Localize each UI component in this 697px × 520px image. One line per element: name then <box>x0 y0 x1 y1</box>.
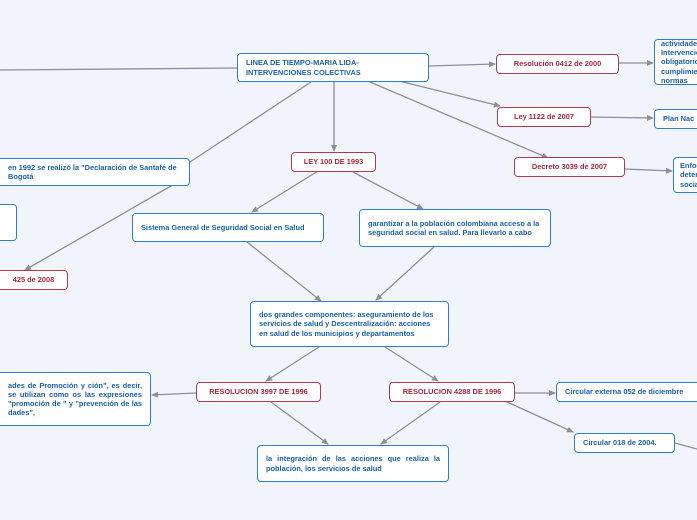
res0412-label: Resolución 0412 de 2000 <box>513 59 602 69</box>
edge-root-decreto <box>369 81 549 159</box>
garantizar-label: garantizar a la población colombiana acc… <box>368 218 540 237</box>
circ018-node[interactable]: Circular 018 de 2004. <box>574 433 675 453</box>
dos-componentes-label: dos grandes componentes: aseguramiento d… <box>259 310 434 338</box>
edge-root-ley425 <box>24 174 191 271</box>
actividades-node[interactable]: ades de Promoción y ción", es decir, se … <box>0 372 151 426</box>
integracion-node[interactable]: la integración de las acciones que reali… <box>257 445 449 482</box>
edge-root-decl1992 <box>189 81 312 163</box>
circ018-label: Circular 018 de 2004. <box>583 438 657 448</box>
edge-ley100-garantizar <box>352 171 424 210</box>
edge-root-res0412 <box>428 61 496 68</box>
edge-res3997-actividades <box>151 391 197 398</box>
edge-res4288-integracion <box>380 401 441 445</box>
root-node[interactable]: LINEA DE TIEMPO-MARIA LIDA-INTERVENCIONE… <box>237 53 429 82</box>
integracion-label: la integración de las acciones que reali… <box>266 454 440 473</box>
edge-root-left <box>0 67 238 71</box>
enfo-node[interactable]: Enfoques determinantes sociales <box>673 157 697 193</box>
res4288-label: RESOLUCION 4288 DE 1996 <box>402 387 502 397</box>
actividades-label: ades de Promoción y ción", es decir, se … <box>8 380 142 418</box>
sgss-label: Sistema General de Seguridad Social en S… <box>141 222 305 232</box>
edge-res4288-circ018 <box>504 400 574 433</box>
ley100-label: LEY 100 DE 1993 <box>303 157 364 167</box>
edge-comp-res4288 <box>384 346 439 382</box>
res0412-node[interactable]: Resolución 0412 de 2000 <box>496 54 619 74</box>
edge-decreto-enfo <box>624 167 673 174</box>
edge-circ018-right <box>674 442 697 450</box>
decreto3039-label: Decreto 3039 de 2007 <box>531 162 608 172</box>
ley1122-node[interactable]: Ley 1122 de 2007 <box>497 107 591 127</box>
enfo-label: Enfoques determinantes sociales <box>680 161 697 189</box>
edge-sgss-comp <box>246 241 322 302</box>
ley425-node[interactable]: 425 de 2008 <box>0 270 68 290</box>
ley1122-label: Ley 1122 de 2007 <box>514 112 574 122</box>
circ052-label: Circular externa 052 de diciembre <box>565 387 684 397</box>
decl1992-node[interactable]: en 1992 se realizó la "Declaración de Sa… <box>0 158 190 186</box>
dos-componentes-node[interactable]: dos grandes componentes: aseguramiento d… <box>250 301 449 347</box>
circ052-node[interactable]: Circular externa 052 de diciembre <box>556 382 697 402</box>
res3997-label: RESOLUCION 3997 DE 1996 <box>209 387 308 397</box>
decreto3039-node[interactable]: Decreto 3039 de 2007 <box>514 157 625 177</box>
left-cut-node[interactable] <box>0 204 17 241</box>
decl1992-label: en 1992 se realizó la "Declaración de Sa… <box>8 162 177 181</box>
root-label: LINEA DE TIEMPO-MARIA LIDA-INTERVENCIONE… <box>246 58 361 77</box>
plan-nac-node[interactable]: Plan Nac <box>654 109 697 129</box>
ley100-node[interactable]: LEY 100 DE 1993 <box>291 152 376 172</box>
edge-res3997-integracion <box>270 401 329 445</box>
edge-ley1122-plan <box>590 114 654 121</box>
edge-root-ley1122 <box>394 79 501 108</box>
edge-comp-res3997 <box>265 346 320 382</box>
res0412-detail-node[interactable]: actividades, Intervenciones obligatorio … <box>654 39 697 85</box>
res0412-detail-label: actividades, Intervenciones obligatorio … <box>661 39 697 85</box>
garantizar-node[interactable]: garantizar a la población colombiana acc… <box>359 209 551 247</box>
edge-ley100-sgss <box>251 170 319 213</box>
sgss-node[interactable]: Sistema General de Seguridad Social en S… <box>132 213 324 242</box>
res4288-node[interactable]: RESOLUCION 4288 DE 1996 <box>389 382 515 402</box>
edge-garantizar-comp <box>375 246 435 301</box>
plan-nac-label: Plan Nac <box>663 114 695 124</box>
ley425-label: 425 de 2008 <box>12 275 55 285</box>
res3997-node[interactable]: RESOLUCION 3997 DE 1996 <box>196 382 321 402</box>
